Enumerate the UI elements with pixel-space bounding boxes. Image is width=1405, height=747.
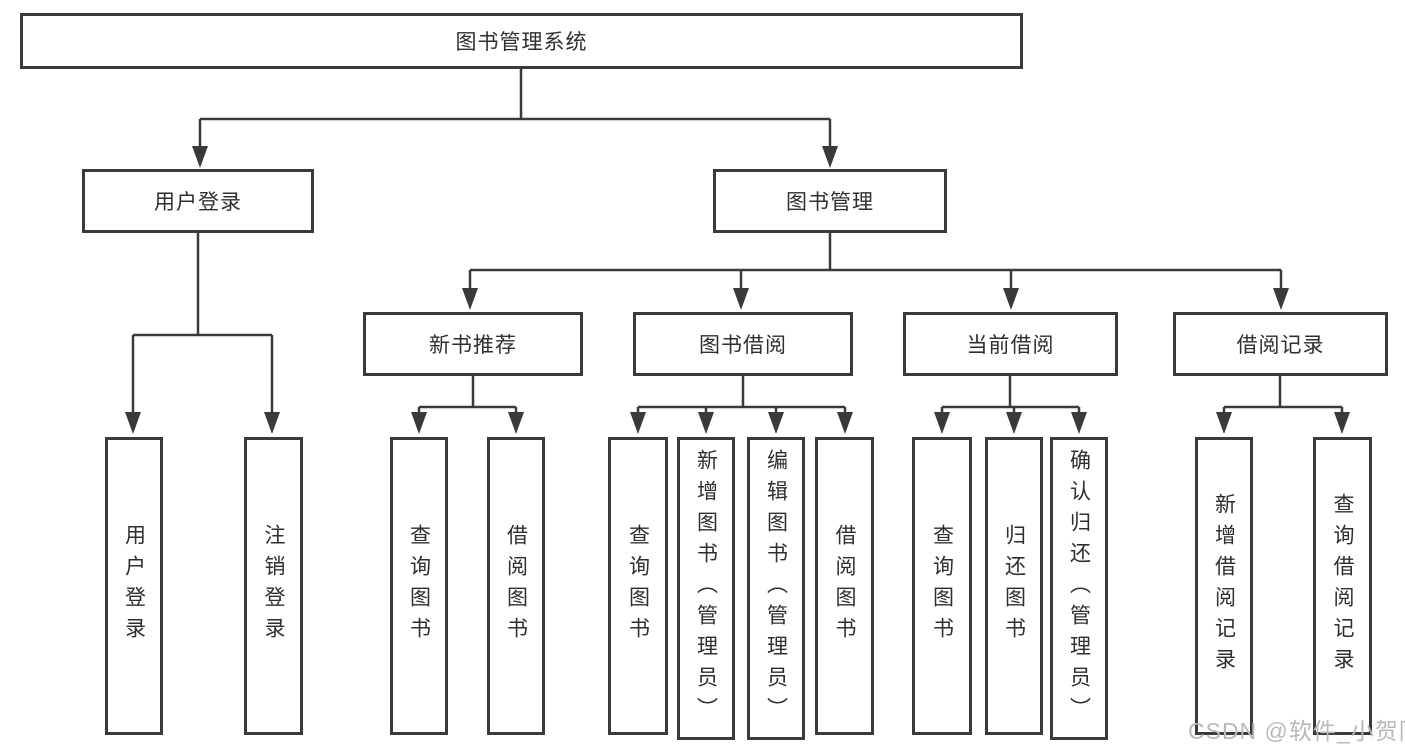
leaf-user-login-label: 用户登录 (122, 524, 146, 648)
csdn-watermark: CSDN @软件_小贺同学 (1188, 718, 1405, 744)
leaf-borrow-borrow-books: 借阅图书 (815, 437, 874, 735)
leaf-borrow-borrow-books-label: 借阅图书 (833, 524, 856, 648)
node-root-label: 图书管理系统 (455, 31, 588, 54)
leaf-user-login: 用户登录 (105, 437, 163, 735)
node-root: 图书管理系统 (20, 13, 1023, 69)
leaf-newbooks-borrow-books: 借阅图书 (487, 437, 545, 735)
leaf-current-return-books: 归还图书 (985, 437, 1043, 735)
leaf-logout-label: 注销登录 (262, 524, 285, 648)
leaf-borrow-query-books: 查询图书 (608, 437, 668, 735)
node-book-management-label: 图书管理 (786, 191, 874, 214)
node-borrowing-records-label: 借阅记录 (1236, 334, 1325, 357)
leaf-current-confirm-return-admin-label: 确认归还（管理员） (1067, 449, 1091, 728)
leaf-current-return-books-label: 归还图书 (1002, 524, 1026, 648)
node-book-borrowing-label: 图书借阅 (699, 334, 787, 357)
node-current-borrowing-label: 当前借阅 (966, 334, 1055, 357)
leaf-newbooks-borrow-books-label: 借阅图书 (504, 524, 528, 648)
leaf-current-query-books: 查询图书 (912, 437, 972, 735)
node-user-login: 用户登录 (82, 169, 314, 233)
leaf-borrow-add-books-admin-label: 新增图书（管理员） (694, 449, 718, 728)
leaf-records-query-record: 查询借阅记录 (1313, 437, 1372, 735)
node-current-borrowing: 当前借阅 (903, 312, 1118, 376)
leaf-current-confirm-return-admin: 确认归还（管理员） (1050, 437, 1108, 740)
node-user-login-label: 用户登录 (154, 191, 242, 214)
leaf-newbooks-query-books: 查询图书 (390, 437, 448, 735)
leaf-borrow-query-books-label: 查询图书 (626, 524, 650, 648)
node-book-management: 图书管理 (713, 169, 947, 233)
leaf-records-add-record: 新增借阅记录 (1195, 437, 1253, 735)
leaf-borrow-edit-books-admin: 编辑图书（管理员） (747, 437, 805, 740)
node-borrowing-records: 借阅记录 (1173, 312, 1388, 376)
leaf-newbooks-query-books-label: 查询图书 (407, 524, 431, 648)
node-new-book-recommend-label: 新书推荐 (429, 334, 517, 357)
node-book-borrowing: 图书借阅 (633, 312, 853, 376)
leaf-current-query-books-label: 查询图书 (930, 524, 954, 648)
leaf-records-query-record-label: 查询借阅记录 (1331, 493, 1354, 679)
leaf-logout: 注销登录 (244, 437, 303, 735)
arrowheads (125, 146, 1350, 434)
node-new-book-recommend: 新书推荐 (363, 312, 583, 376)
leaf-borrow-edit-books-admin-label: 编辑图书（管理员） (764, 449, 788, 728)
leaf-borrow-add-books-admin: 新增图书（管理员） (677, 437, 735, 740)
leaf-records-add-record-label: 新增借阅记录 (1212, 493, 1236, 679)
